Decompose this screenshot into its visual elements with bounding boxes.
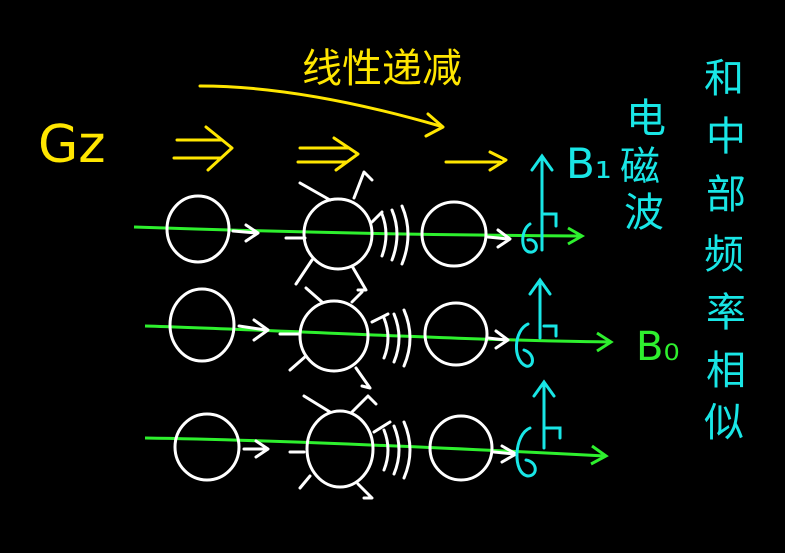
spin-arrow-3a (242, 439, 270, 459)
spin-arrow-3c (492, 444, 518, 464)
spin-circle-3c (428, 414, 494, 482)
same-freq-char-1: 和 (704, 56, 744, 102)
rf-waves-1 (380, 204, 410, 266)
spin-circle-2c (423, 301, 489, 367)
rf-field-label: 电 磁 波 (620, 96, 666, 236)
same-freq-char-2: 中 (706, 114, 746, 160)
precession-arrows-2b (278, 286, 390, 390)
row-2 (144, 277, 614, 390)
gradient-double-arrow-1 (172, 125, 234, 172)
spin-circle-2a (168, 287, 236, 363)
b0-arrowhead-1 (567, 226, 586, 246)
same-freq-char-4: 频 (704, 232, 744, 278)
gz-label: Gz (38, 115, 106, 175)
same-freq-char-3: 部 (706, 172, 746, 218)
spin-arrow-1c (486, 228, 512, 249)
linear-decrease-arrow (198, 84, 442, 128)
spin-arrow-2c (486, 329, 510, 350)
precession-arrows-3b (288, 394, 392, 500)
b0-label: B₀ (636, 324, 679, 370)
rf-pulse-2 (515, 277, 558, 368)
linear-decrease-arrowhead (424, 112, 445, 138)
spin-circle-3a (173, 412, 241, 482)
linear-decrease-label: 线性递减 (302, 46, 462, 92)
spin-circle-1b (302, 197, 374, 271)
gradient-double-arrow-2 (296, 136, 360, 172)
rf-pulse-1 (521, 153, 558, 254)
same-frequency-label: 和 中 部 频 率 相 似 (704, 56, 746, 446)
same-freq-char-5: 率 (706, 290, 746, 336)
b0-arrowhead-3 (590, 444, 609, 466)
row-3 (144, 379, 609, 500)
spin-arrow-1a (231, 223, 260, 243)
spin-circle-2b (298, 299, 370, 373)
b0-arrowhead-2 (596, 331, 614, 353)
same-freq-char-6: 相 (706, 348, 746, 394)
b1-label: B₁ (566, 139, 612, 188)
rf-waves-2 (382, 308, 412, 368)
rf-waves-3 (382, 420, 412, 480)
gradient-group (172, 84, 508, 172)
row-1 (133, 153, 586, 292)
precession-arrows-1b (284, 170, 384, 292)
spin-circle-1a (165, 194, 231, 264)
rf-field-char-3: 波 (624, 190, 664, 236)
same-freq-char-7: 似 (704, 400, 744, 446)
spin-circle-1c (420, 200, 488, 268)
b0-line-3 (144, 436, 606, 458)
rf-pulse-3 (515, 379, 562, 478)
spin-circle-3b (305, 409, 375, 489)
rf-field-char-1: 电 (626, 96, 666, 142)
b0-line-1 (133, 225, 581, 238)
rf-field-char-2: 磁 (620, 144, 660, 190)
spin-arrow-2a (237, 318, 270, 342)
gradient-arrow-3 (444, 150, 508, 172)
